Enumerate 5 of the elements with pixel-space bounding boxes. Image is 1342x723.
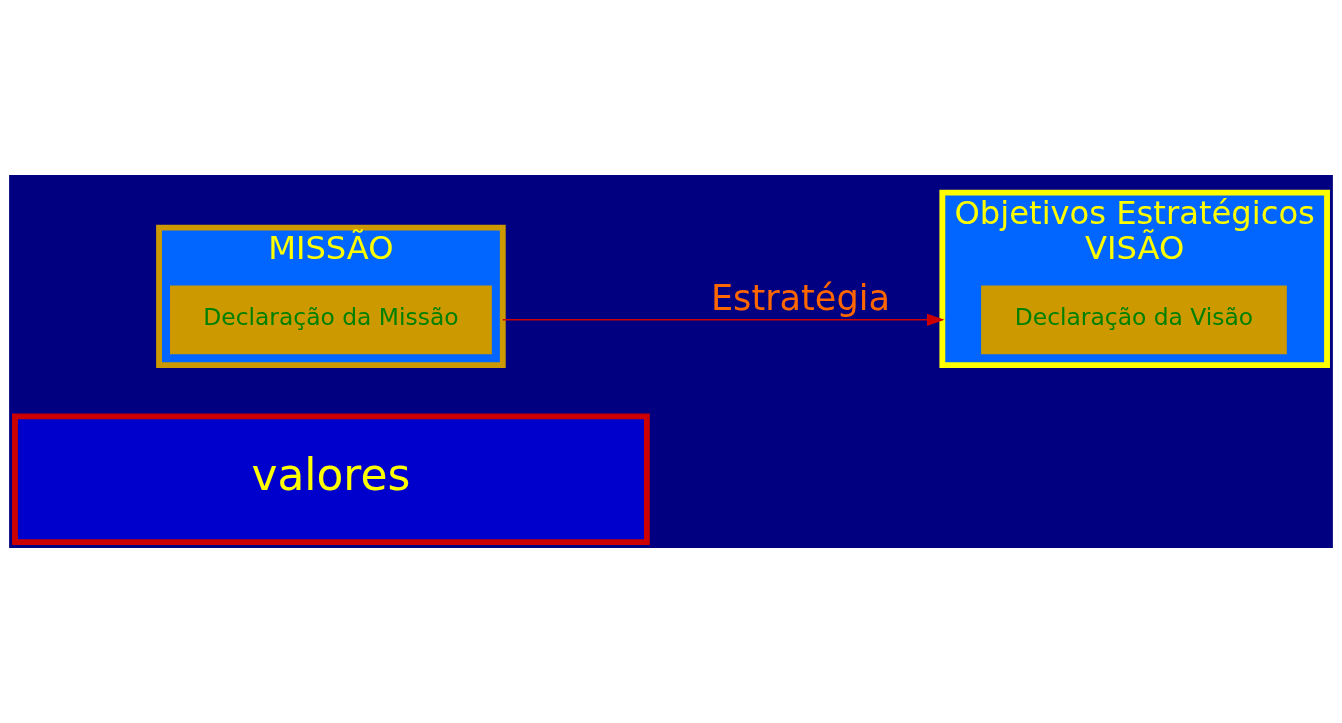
node-box: valores bbox=[12, 413, 650, 546]
arrow bbox=[502, 313, 945, 326]
edge-label: Estratégia bbox=[710, 276, 890, 318]
node-box: Declaração da Missão bbox=[170, 285, 492, 355]
node-box: Declaração da Visão bbox=[981, 285, 1287, 355]
